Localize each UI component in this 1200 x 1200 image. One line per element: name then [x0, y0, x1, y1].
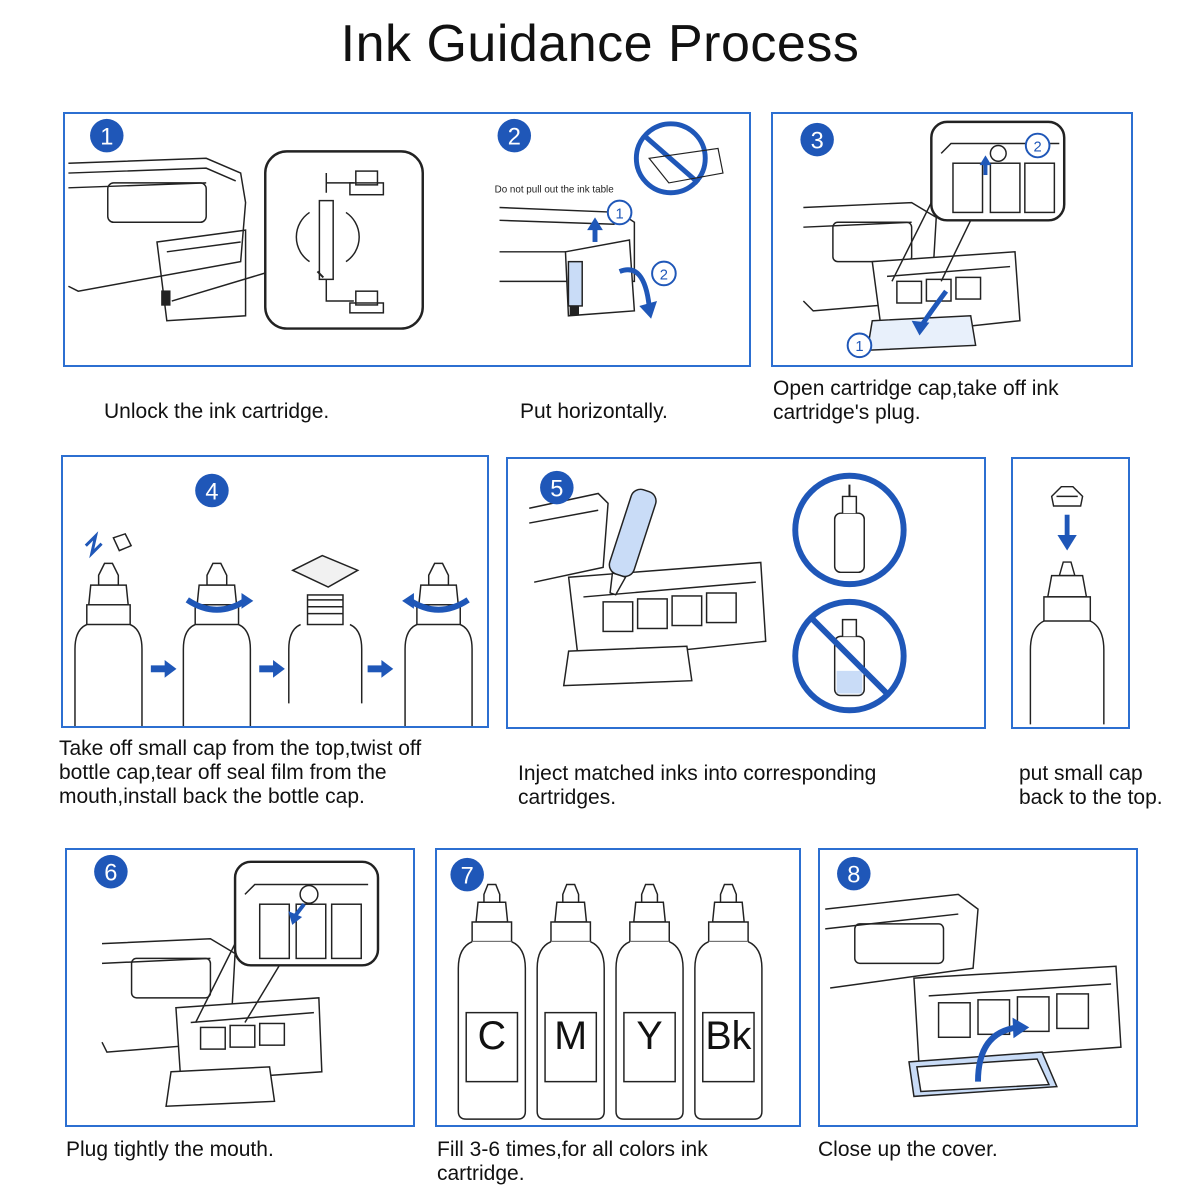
step-1-caption: Unlock the ink cartridge.	[104, 400, 330, 423]
step-4-illustration: 4	[74, 473, 473, 726]
step-3-caption: Open cartridge cap,take off ink cartridg…	[773, 377, 1059, 424]
step-5-panel: 5	[506, 457, 986, 729]
step-1-2-illustration: 1 2 Do not pull out the ink table 1 2	[68, 118, 724, 330]
step-2-note: Do not pull out the ink table	[495, 185, 615, 196]
step-6-panel: 6	[65, 848, 415, 1127]
small-cap-panel	[1011, 457, 1130, 729]
step-7-panel: C M Y Bk 7	[435, 848, 801, 1127]
step-4-panel: 4	[61, 455, 489, 728]
step-1-badge: 1	[100, 125, 113, 151]
step-7-illustration: C M Y Bk 7	[450, 857, 763, 1120]
step-8-badge: 8	[847, 863, 860, 889]
step-2-badge: 2	[508, 125, 521, 151]
small-cap-caption: put small cap back to the top.	[1019, 762, 1163, 809]
bottle-label-y: Y	[636, 1014, 662, 1058]
step-5-badge: 5	[550, 476, 563, 502]
step-2-sub-1: 1	[616, 206, 624, 222]
step-7-caption: Fill 3-6 times,for all colors ink cartri…	[437, 1138, 708, 1185]
step-6-illustration: 6	[94, 854, 380, 1108]
step-6-caption: Plug tightly the mouth.	[66, 1138, 274, 1161]
small-cap-illustration	[1029, 485, 1105, 725]
step-1-2-panel: 1 2 Do not pull out the ink table 1 2	[63, 112, 751, 367]
step-2-sub-2: 2	[660, 267, 668, 283]
step-3-sub-1: 1	[855, 339, 863, 355]
bottle-label-c: C	[478, 1014, 506, 1058]
page-title: Ink Guidance Process	[340, 15, 860, 73]
step-3-panel: 2 1 3	[771, 112, 1133, 367]
step-4-badge: 4	[205, 479, 218, 505]
step-8-illustration: 8	[825, 856, 1122, 1098]
step-3-badge: 3	[811, 128, 824, 154]
step-6-badge: 6	[104, 861, 117, 887]
bottle-label-m: M	[554, 1014, 587, 1058]
step-3-sub-2: 2	[1034, 139, 1042, 155]
bottle-label-bk: Bk	[705, 1014, 751, 1058]
step-5-caption: Inject matched inks into corresponding c…	[518, 762, 877, 809]
step-3-illustration: 2 1 3	[800, 120, 1066, 359]
step-4-caption: Take off small cap from the top,twist of…	[59, 737, 422, 808]
step-8-panel: 8	[818, 848, 1138, 1127]
step-2-caption: Put horizontally.	[520, 400, 668, 423]
step-5-illustration: 5	[529, 470, 907, 714]
step-7-badge: 7	[461, 864, 474, 890]
step-8-caption: Close up the cover.	[818, 1138, 998, 1161]
